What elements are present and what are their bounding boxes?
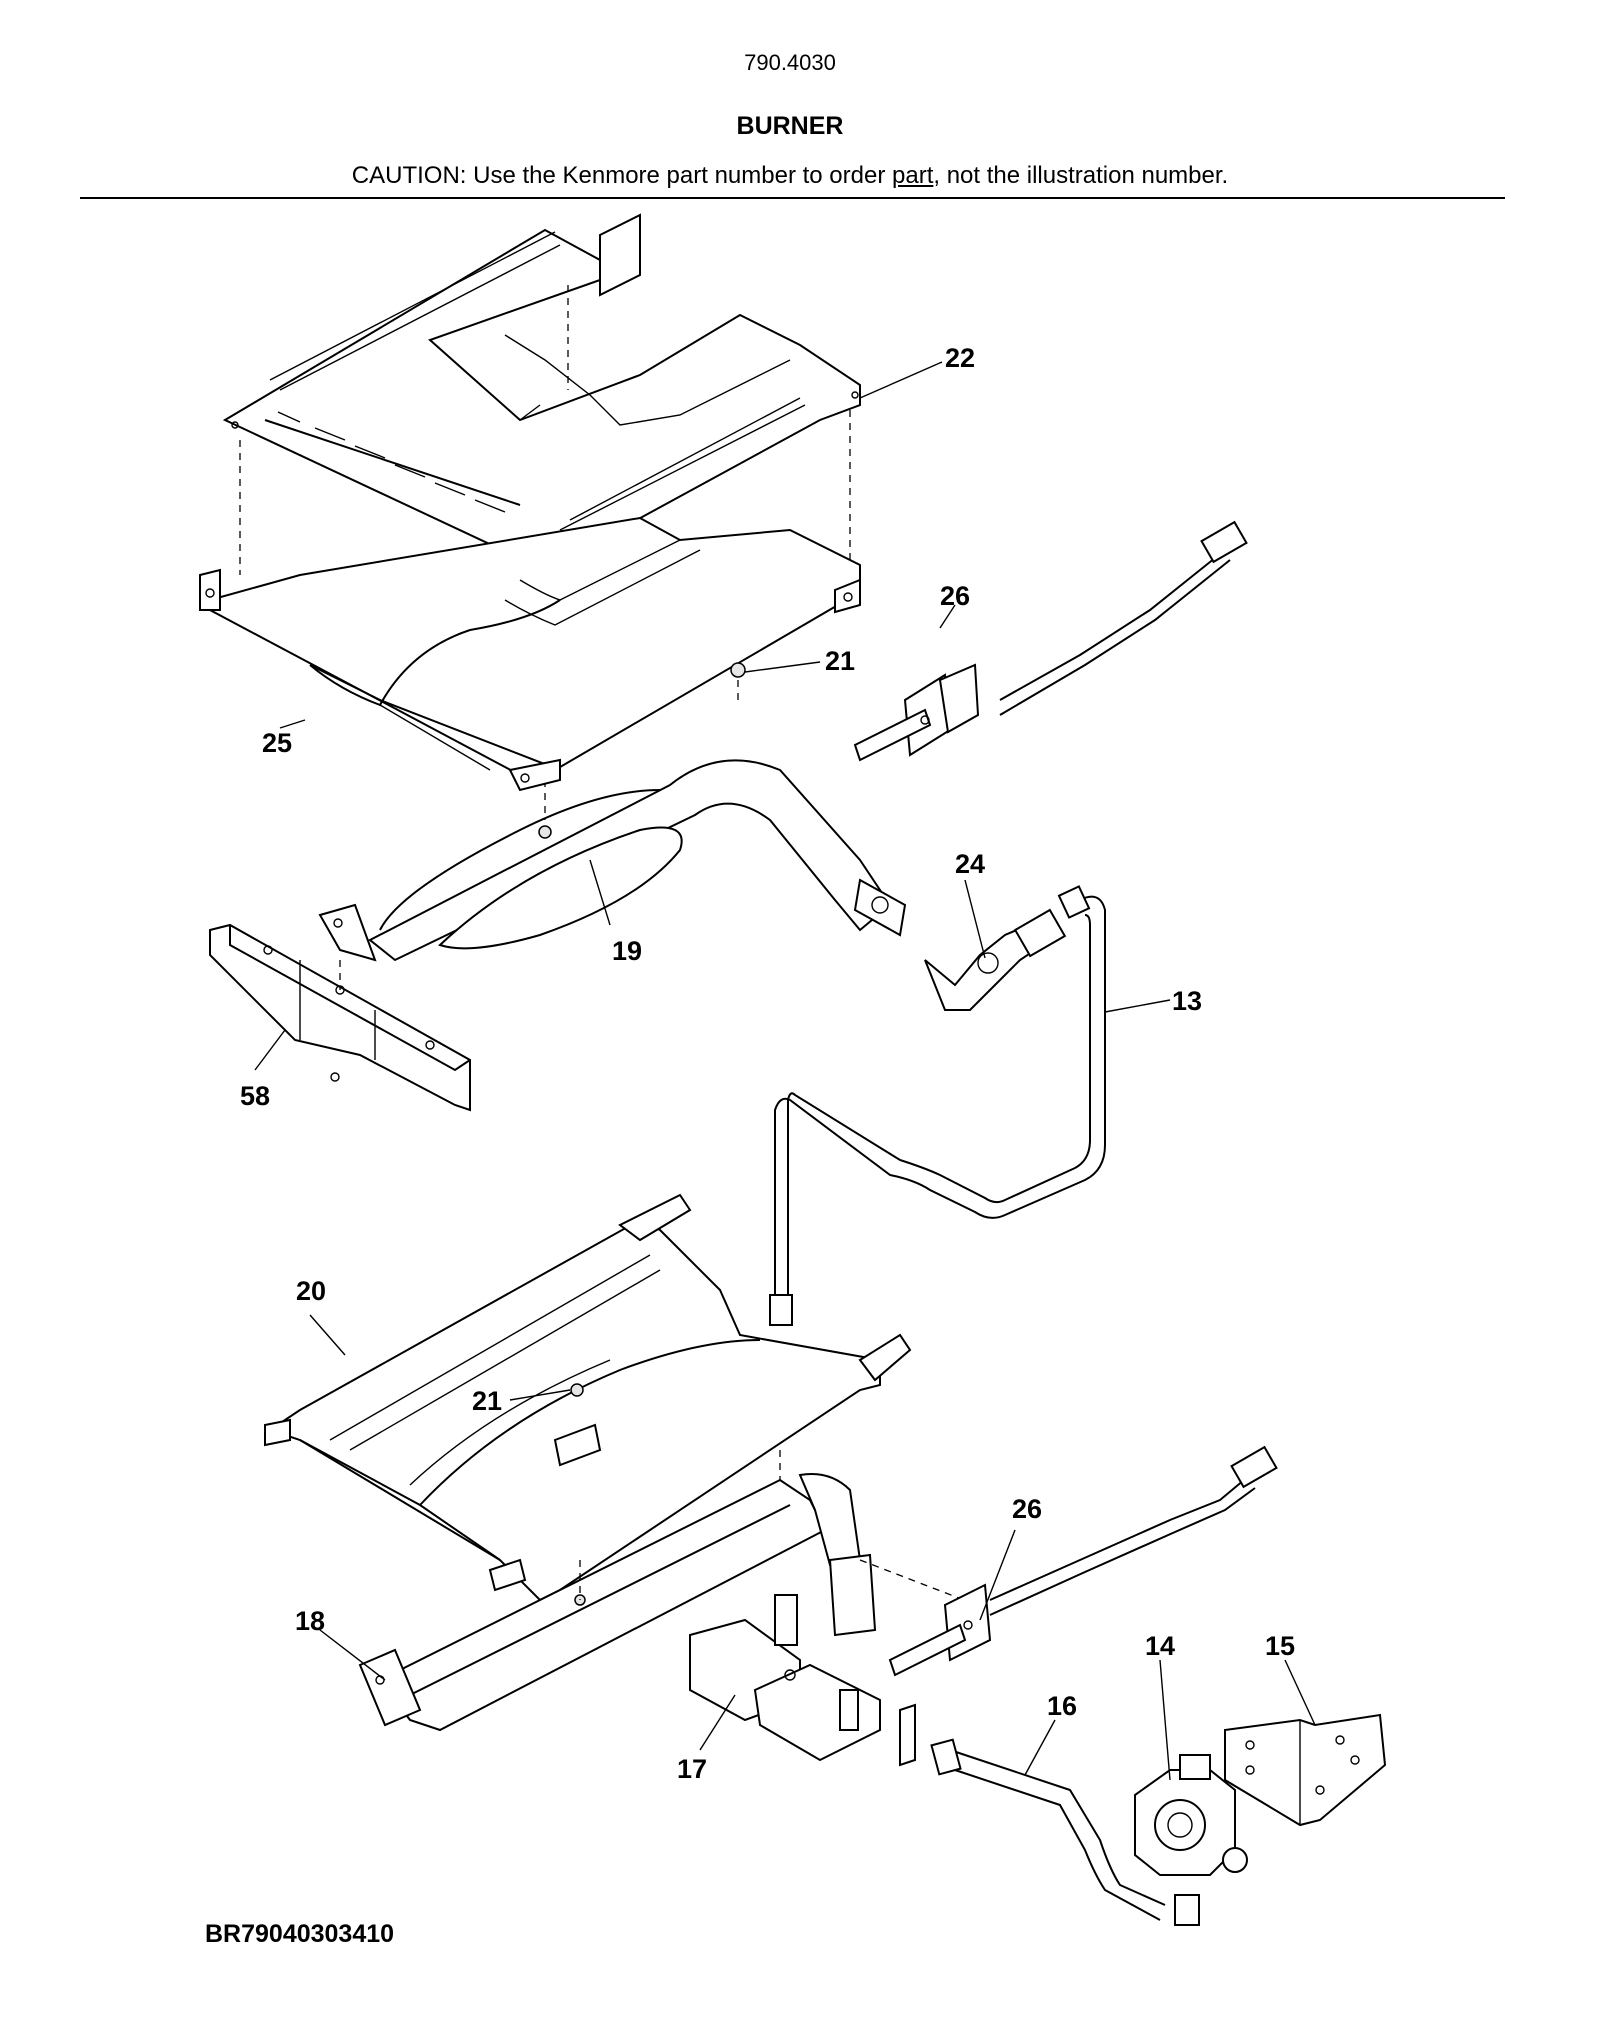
part-25-upper-spreader [199,516,861,792]
drawing-code: BR79040303410 [205,1920,395,1948]
callout-leaders [254,361,1316,1781]
part-26-bottom-igniter [888,1445,1278,1677]
caution-prefix: CAUTION: Use the Kenmore part number to … [351,162,892,189]
part-22-top-shield [222,213,861,572]
lower-burner-venturi [798,1473,877,1637]
callout-13: 13 [1172,986,1202,1016]
model-number: 790.4030 [744,50,836,75]
part-16-regulator-tube [930,1738,1200,1926]
callout-22: 22 [945,343,975,373]
callout-21-bottom: 21 [472,1386,502,1416]
part-58-bracket [209,923,471,1112]
caution-underlined: part [892,162,934,189]
callout-20: 20 [296,1276,326,1306]
callout-26-top: 26 [940,581,970,611]
callout-16: 16 [1047,1691,1077,1721]
caution-suffix: , not the illustration number. [933,162,1229,189]
callout-26-bottom: 26 [1012,1494,1042,1524]
callout-25: 25 [262,728,292,758]
part-26-top-igniter [853,520,1248,762]
part-19-upper-burner [318,759,907,962]
part-14-pressure-regulator [1134,1754,1248,1876]
part-15-regulator-bracket [1224,1713,1387,1827]
page-title: BURNER [736,112,844,140]
caution-note: CAUTION: Use the Kenmore part number to … [0,162,1580,190]
callout-19: 19 [612,936,642,966]
callout-17: 17 [677,1754,707,1784]
part-13-supply-tube [769,885,1106,1326]
part-18-lower-burner [358,1450,827,1732]
callout-14: 14 [1145,1631,1175,1661]
part-20-lower-spreader [264,1193,912,1602]
callout-18: 18 [295,1606,325,1636]
alignment-line [859,1559,991,1611]
callout-58: 58 [240,1081,270,1111]
part-21-top-nut [730,662,746,705]
callout-24: 24 [955,849,985,879]
callout-15: 15 [1265,1631,1295,1661]
callout-21-top: 21 [825,646,855,676]
part-17-valve-assembly [689,1594,916,1767]
part-24-orifice-elbow [924,908,1067,1011]
header-divider [80,197,1505,199]
